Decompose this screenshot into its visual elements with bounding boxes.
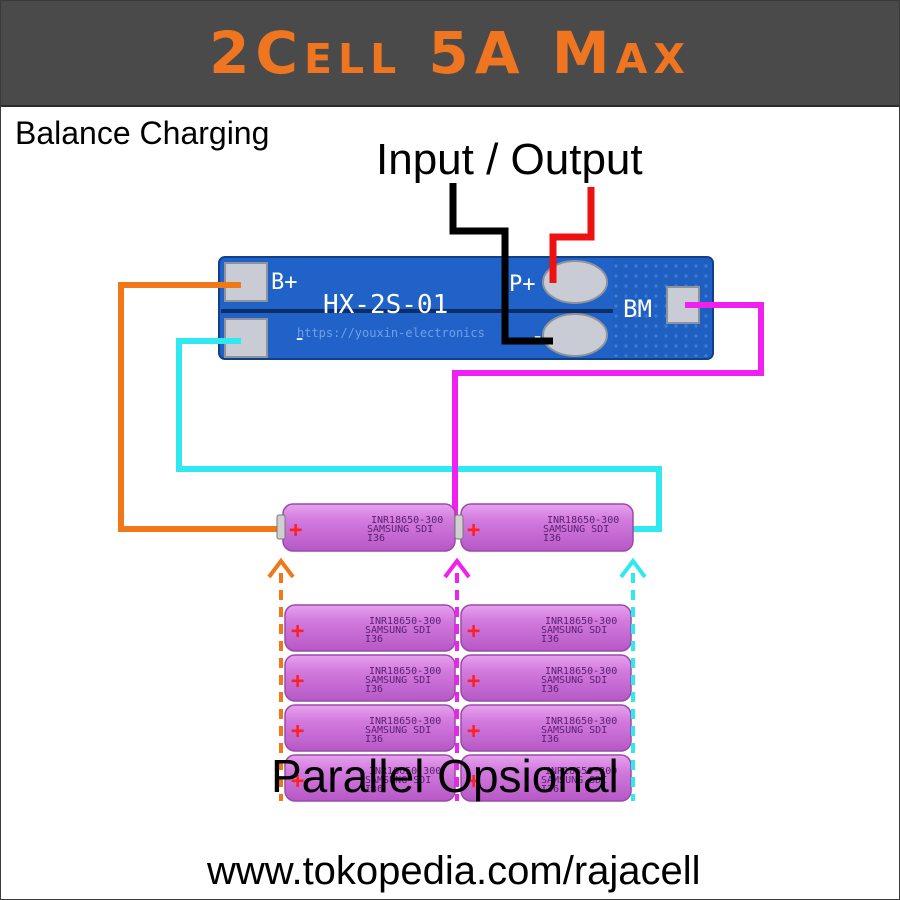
- cell-label-line2: SAMSUNG SDI: [541, 725, 607, 736]
- wire-bm: [452, 302, 764, 529]
- cell-label-line2: SAMSUNG SDI: [365, 625, 431, 636]
- cell-plus: +: [291, 719, 304, 744]
- cell-label-line2: SAMSUNG SDI: [541, 675, 607, 686]
- cell-plus: +: [291, 669, 304, 694]
- cell-left: + INR18650-300 SAMSUNG SDI I36: [276, 503, 456, 552]
- cell-label-line2: SAMSUNG SDI: [367, 524, 433, 535]
- cell-label-line1: INR18650-300: [369, 666, 441, 677]
- cell-label-line2: SAMSUNG SDI: [365, 675, 431, 686]
- pad-pminus-label: -: [531, 324, 544, 349]
- cell-label-line1: INR18650-300: [545, 666, 617, 677]
- cell-label-line2: SAMSUNG SDI: [365, 725, 431, 736]
- arrow-up-icon: [267, 557, 295, 579]
- cell-right: + INR18650-300 SAMSUNG SDI I36: [454, 503, 634, 552]
- input-output-label: Input / Output: [376, 135, 643, 184]
- parallel-connectors: [279, 573, 635, 801]
- pad-bminus-label: -: [293, 326, 306, 351]
- wire-p-minus: [449, 183, 553, 345]
- wires: [118, 183, 764, 532]
- arrow-up-icon: [619, 557, 647, 579]
- footer-url: www.tokopedia.com/rajacell: [207, 849, 701, 893]
- wire-b-minus: [176, 338, 662, 532]
- pad-pplus-label: P+: [509, 272, 536, 297]
- wire-p-plus: [549, 187, 595, 283]
- arrow-up-icon: [443, 557, 471, 579]
- cell-label-line2: SAMSUNG SDI: [541, 625, 607, 636]
- cell-label-line1: INR18650-300: [545, 716, 617, 727]
- cell-label-line2: SAMSUNG SDI: [541, 775, 607, 786]
- cell-label-line1: INR18650-300: [369, 716, 441, 727]
- cell-label-line1: INR18650-300: [369, 616, 441, 627]
- cell-label-line3: I36: [367, 533, 385, 544]
- subtitle: Balance Charging: [15, 115, 270, 151]
- cell-label-line3: I36: [365, 684, 383, 695]
- pad-bplus: [224, 262, 268, 302]
- cell-label-line3: I36: [541, 734, 559, 745]
- wire-b-plus: [118, 282, 285, 532]
- cell-plus: +: [467, 769, 480, 794]
- board-model: HX-2S-01: [323, 290, 448, 320]
- cell-label-line1: INR18650-300: [369, 766, 441, 777]
- parallel-arrows: [267, 557, 647, 579]
- cell-label-line3: I36: [365, 784, 383, 795]
- pad-bplus-label: B+: [271, 270, 298, 295]
- cell-label-line3: I36: [365, 734, 383, 745]
- board-watermark: https://youxin-electronics: [297, 326, 485, 340]
- cell-plus: +: [467, 719, 480, 744]
- cell-plus: +: [291, 619, 304, 644]
- cell-plus: +: [467, 669, 480, 694]
- cell-label-line3: I36: [541, 684, 559, 695]
- cell-plus: +: [291, 769, 304, 794]
- cell-plus: +: [467, 518, 480, 543]
- pad-pminus: [542, 313, 608, 357]
- cell-label-line3: I36: [541, 784, 559, 795]
- page-title: 2Cell 5A Max: [209, 19, 691, 87]
- cell-label-line1: INR18650-300: [545, 766, 617, 777]
- cell-label-line3: I36: [543, 533, 561, 544]
- cell-plus: +: [467, 619, 480, 644]
- cell-label-line2: SAMSUNG SDI: [543, 524, 609, 535]
- pad-bm-label: BM: [623, 295, 652, 323]
- header-bar: 2Cell 5A Max: [1, 1, 899, 107]
- cell-label-line3: I36: [365, 634, 383, 645]
- cell-label-line3: I36: [541, 634, 559, 645]
- cell-label-line1: INR18650-300: [545, 616, 617, 627]
- cell-label-line1: INR18650-300: [371, 515, 443, 526]
- bms-board: B+ - HX-2S-01 https://youxin-electronics…: [218, 256, 714, 360]
- cell-plus: +: [289, 518, 302, 543]
- parallel-optional-label: Parallel Opsional: [271, 750, 619, 802]
- pad-pplus: [542, 260, 608, 304]
- cell-label-line1: INR18650-300: [547, 515, 619, 526]
- cell-label-line2: SAMSUNG SDI: [365, 775, 431, 786]
- main-cells: + INR18650-300 SAMSUNG SDI I36 + INR1865…: [276, 503, 634, 552]
